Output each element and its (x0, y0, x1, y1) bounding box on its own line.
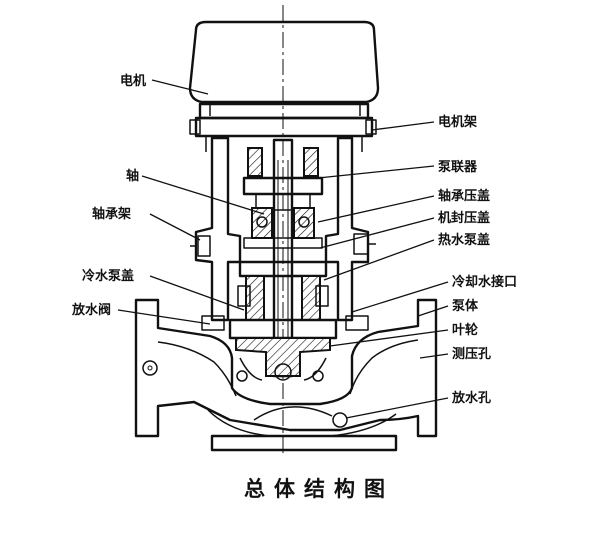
label-seal-gland: 机封压盖 (438, 210, 490, 226)
label-pump-body: 泵体 (452, 298, 479, 314)
motor-frame-shape (189, 116, 377, 152)
label-drain-hole: 放水孔 (451, 390, 491, 406)
label-cooling-water-inlet: 冷却水接口 (452, 274, 517, 290)
label-coupling: 泵联器 (438, 160, 478, 175)
impeller-shape (235, 337, 331, 381)
label-pressure-hole: 测压孔 (452, 346, 491, 362)
coupling-shape (242, 147, 324, 211)
label-impeller: 叶轮 (452, 322, 478, 338)
label-bearing-gland: 轴承压盖 (438, 188, 490, 204)
diagram-caption: 总体结构图 (244, 477, 394, 501)
label-hot-water-cover: 热水泵盖 (438, 232, 490, 248)
motor-shape (188, 20, 380, 120)
label-motor: 电机 (120, 73, 146, 89)
label-drain-valve: 放水阀 (71, 302, 111, 318)
label-motor-frame: 电机架 (438, 114, 477, 130)
bearing-shape (243, 207, 323, 249)
label-bearing-frame: 轴承架 (92, 206, 131, 222)
pump-body-shape (134, 298, 438, 452)
label-cold-water-cover: 冷水泵盖 (82, 268, 134, 284)
leader-lines (117, 79, 449, 419)
bearing-frame-shape (190, 136, 376, 322)
label-shaft: 轴 (126, 168, 139, 184)
